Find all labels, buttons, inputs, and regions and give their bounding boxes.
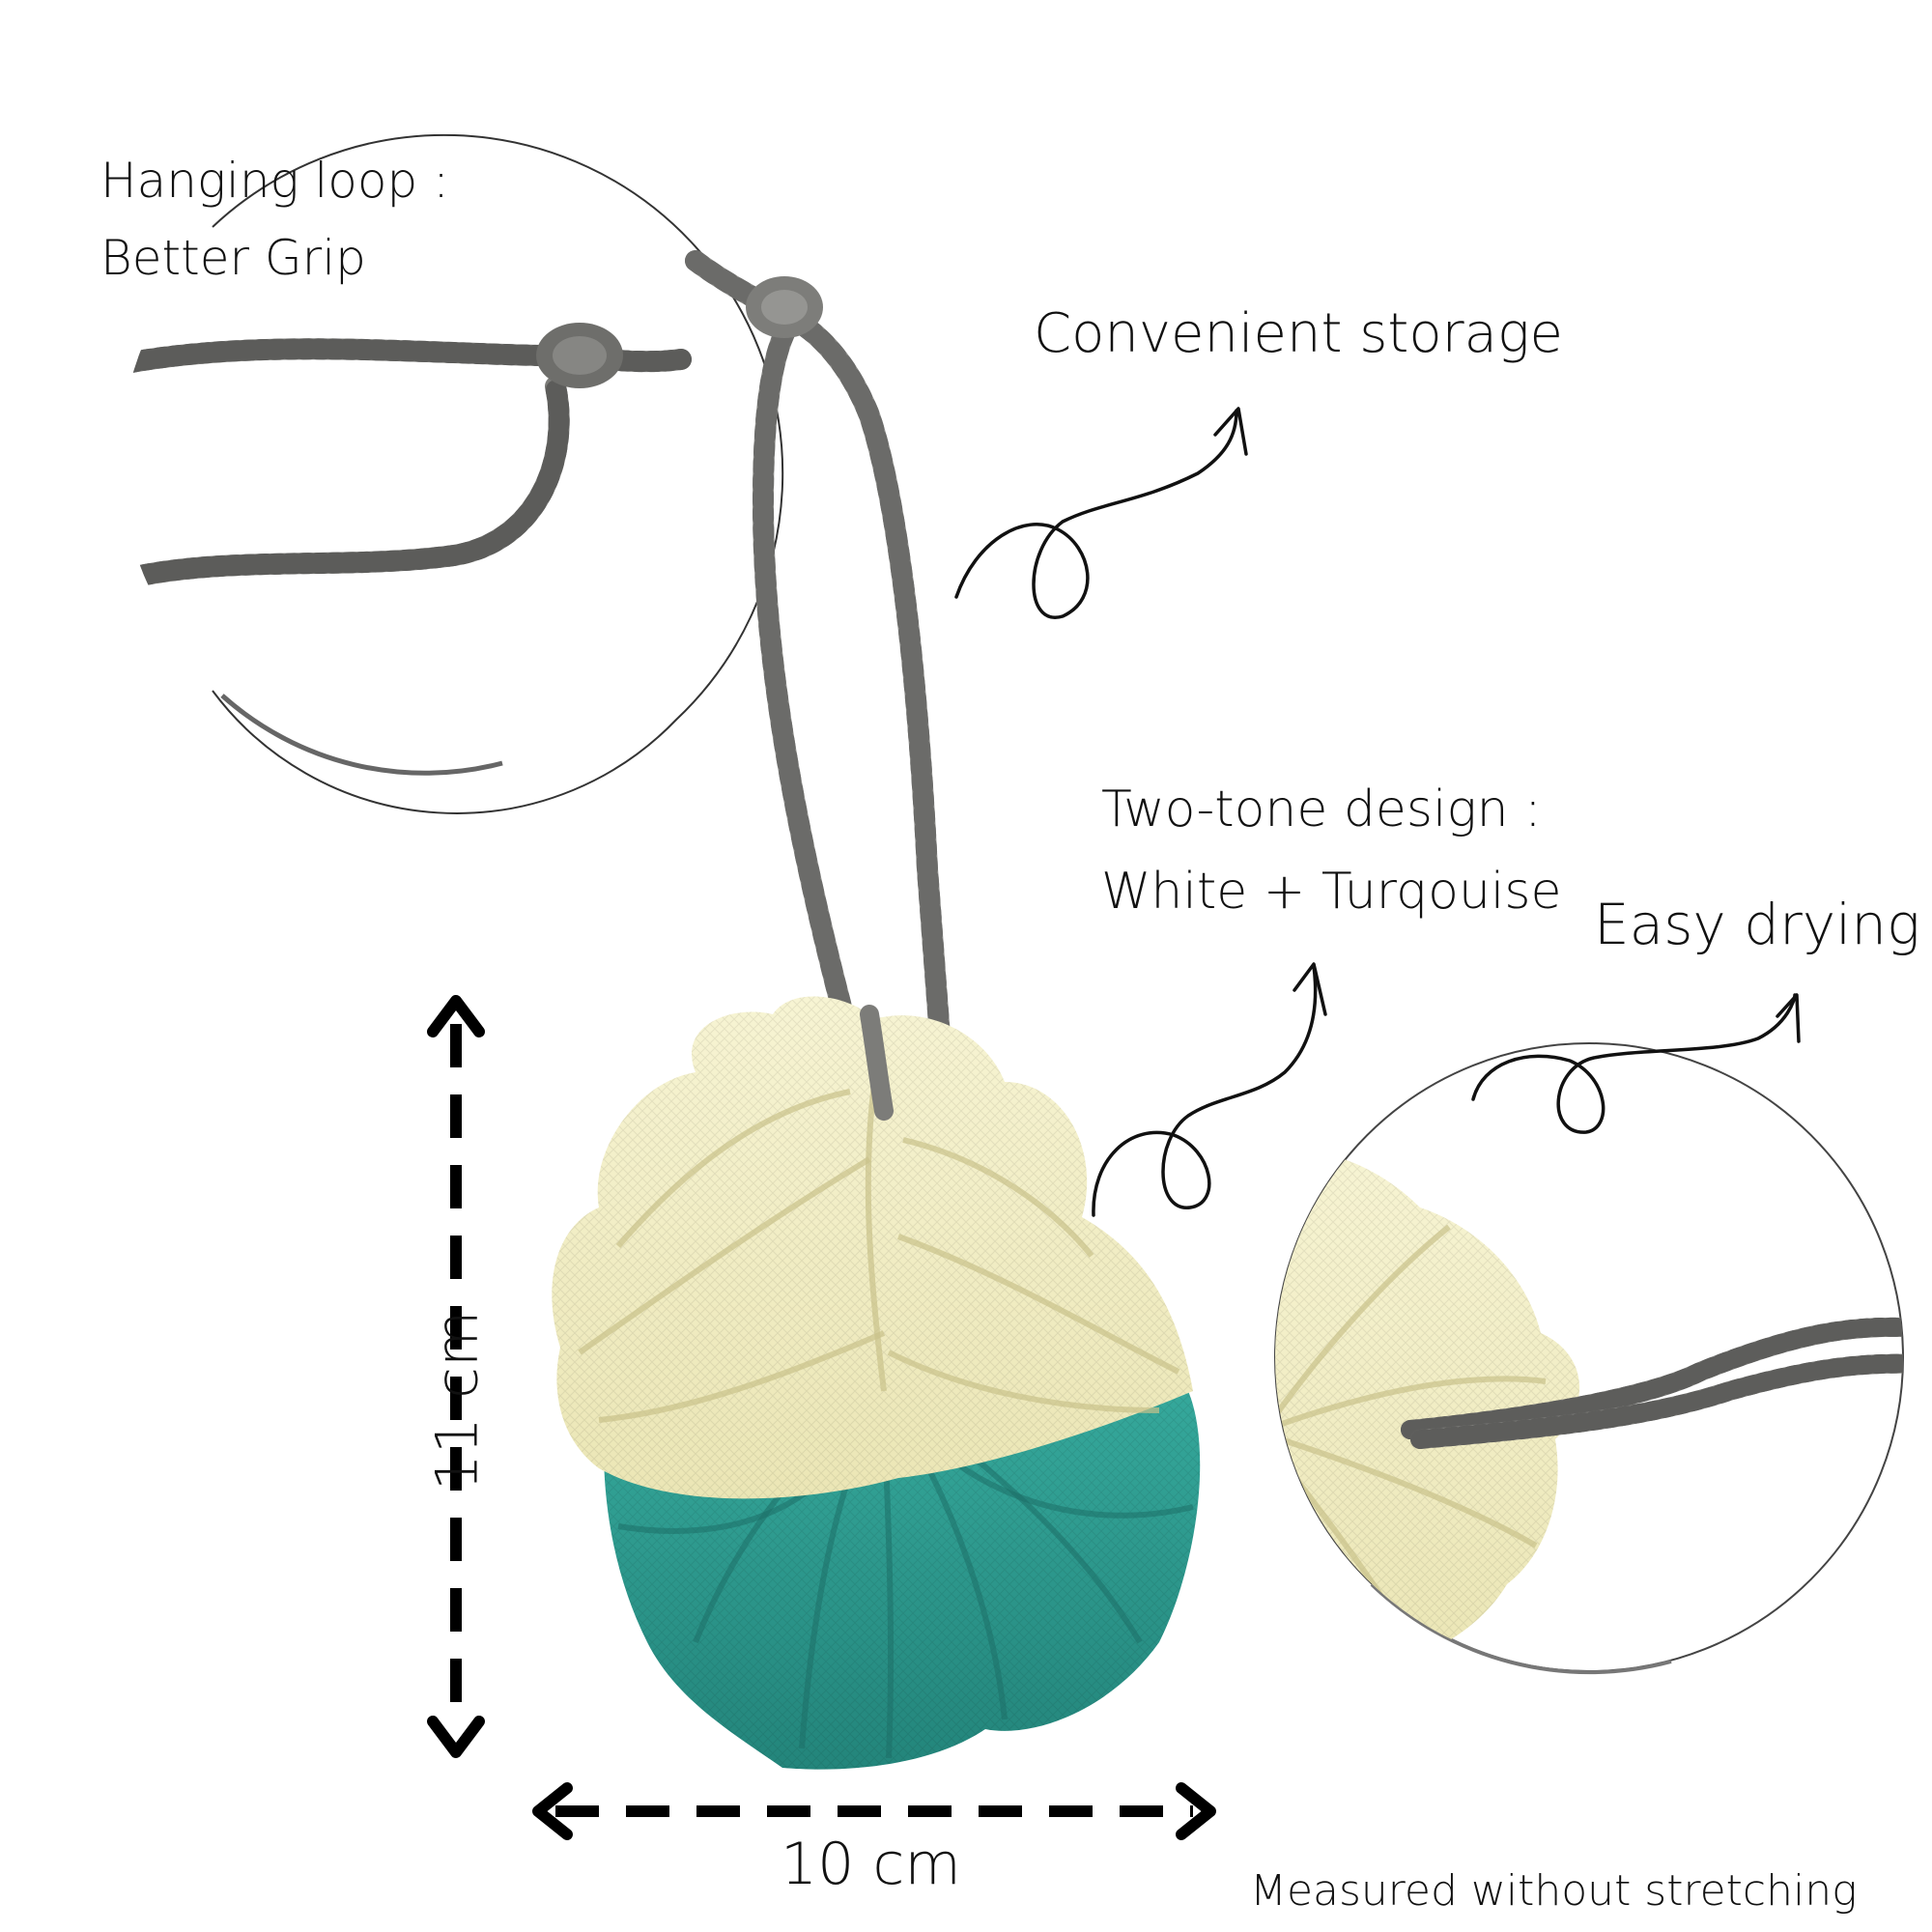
hanging-loop-subtitle: Better Grip bbox=[100, 230, 366, 286]
storage-label: Convenient storage bbox=[1034, 302, 1563, 365]
measurement-note: Measured without stretching bbox=[1250, 1866, 1858, 1916]
zoom-circle-hanging-loop bbox=[121, 133, 784, 814]
curly-arrow-storage bbox=[954, 407, 1248, 619]
two-tone-subtitle: White + Turqouise bbox=[1101, 863, 1562, 921]
hanging-rope bbox=[685, 250, 952, 1122]
bath-sponge bbox=[552, 996, 1201, 1770]
rope-knot-closeup bbox=[121, 323, 692, 588]
two-tone-title: Two-tone design : bbox=[1101, 781, 1542, 838]
sponge-side-closeup bbox=[1275, 1151, 1903, 1671]
curly-arrow-drying bbox=[1471, 993, 1801, 1134]
curly-arrow-two-tone bbox=[1092, 962, 1327, 1217]
height-dimension-arrow bbox=[427, 995, 485, 1758]
hanging-loop-title: Hanging loop : bbox=[100, 153, 449, 209]
height-label: 11 cm bbox=[423, 1310, 492, 1492]
width-dimension-arrow bbox=[532, 1782, 1216, 1840]
drying-label: Easy drying bbox=[1594, 892, 1920, 957]
width-label: 10 cm bbox=[781, 1831, 961, 1898]
zoom-circle-easy-drying bbox=[1274, 1042, 1904, 1675]
